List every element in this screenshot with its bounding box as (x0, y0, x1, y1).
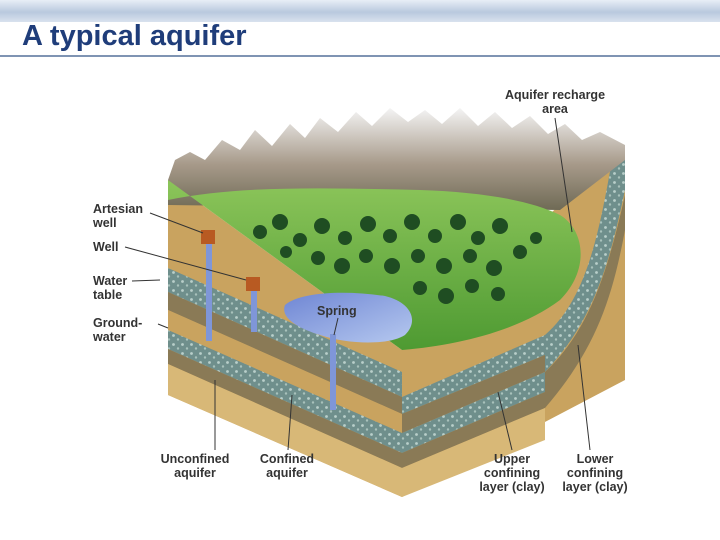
spring-lake (284, 292, 413, 343)
title-divider (0, 55, 720, 57)
label-spring: Spring (317, 304, 357, 318)
forest (253, 214, 542, 304)
mountains (168, 108, 625, 210)
label-upper-confining-layer: Upper confining layer (clay) (479, 452, 545, 494)
label-confined-aquifer: Confined aquifer (259, 452, 315, 480)
label-groundwater: Ground- water (93, 316, 143, 344)
label-artesian-well: Artesian well (93, 202, 144, 230)
spring-pipe (330, 334, 336, 410)
label-water-table: Water table (93, 274, 128, 302)
water-well (246, 277, 260, 332)
leader-lines (124, 117, 591, 451)
grass-plain (168, 180, 581, 350)
block-left-face (168, 180, 402, 497)
slide-title: A typical aquifer (22, 20, 247, 52)
label-unconfined-aquifer: Unconfined aquifer (160, 452, 230, 480)
header-bar (0, 0, 720, 22)
label-lower-confining-layer: Lower confining layer (clay) (562, 452, 628, 494)
label-aquifer-recharge-area: Aquifer recharge area (504, 88, 606, 116)
artesian-well (201, 230, 215, 341)
label-well: Well (93, 240, 119, 254)
